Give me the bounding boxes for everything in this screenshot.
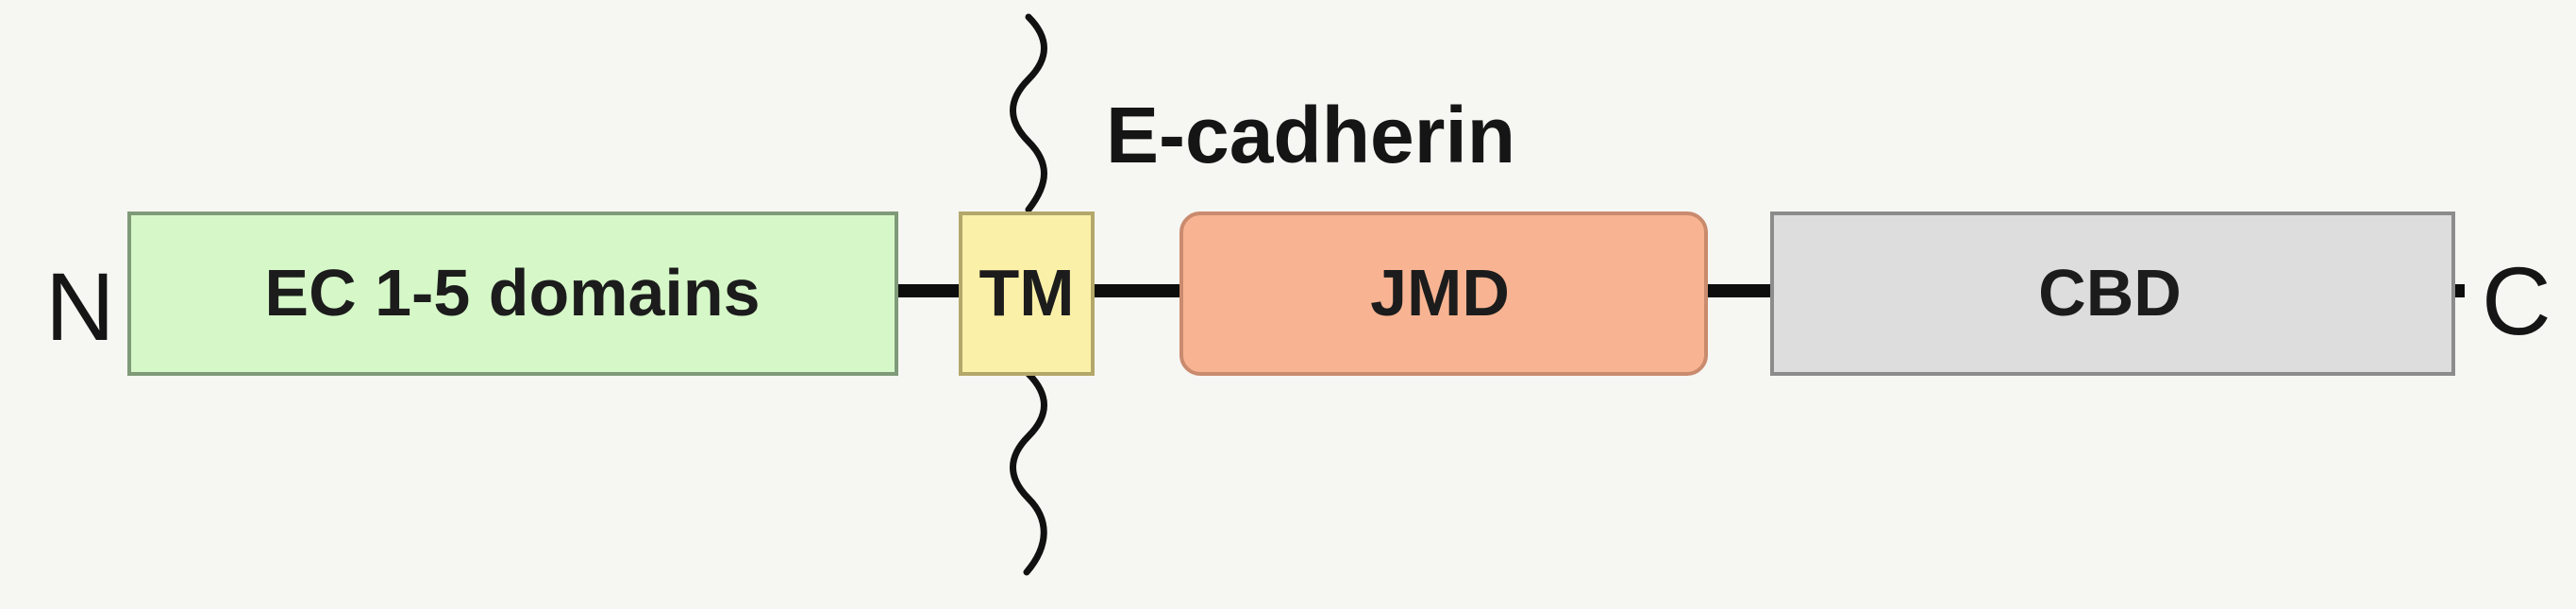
domain-cbd-box (1770, 211, 2455, 376)
domain-jmd-label: JMD (1370, 256, 1510, 330)
membrane-wave-bottom (1010, 370, 1047, 576)
domain-cbd-label: CBD (2038, 256, 2182, 330)
domain-tm: TM (959, 211, 1095, 376)
domain-tm-label: TM (979, 256, 1074, 330)
domain-jmd-box (1179, 211, 1708, 376)
domain-tm-box (959, 211, 1095, 376)
n-terminus-label: N (45, 253, 115, 361)
membrane-wave-top (1010, 13, 1047, 213)
protein-title: E-cadherin (1106, 91, 1515, 179)
domain-ec-label: EC 1-5 domains (264, 256, 760, 330)
domain-jmd: JMD (1179, 211, 1708, 376)
domain-cbd: CBD (1770, 211, 2455, 376)
domain-ec-box (127, 211, 898, 376)
domain-ec: EC 1-5 domains (127, 211, 898, 376)
c-terminus-label: C (2482, 247, 2551, 355)
